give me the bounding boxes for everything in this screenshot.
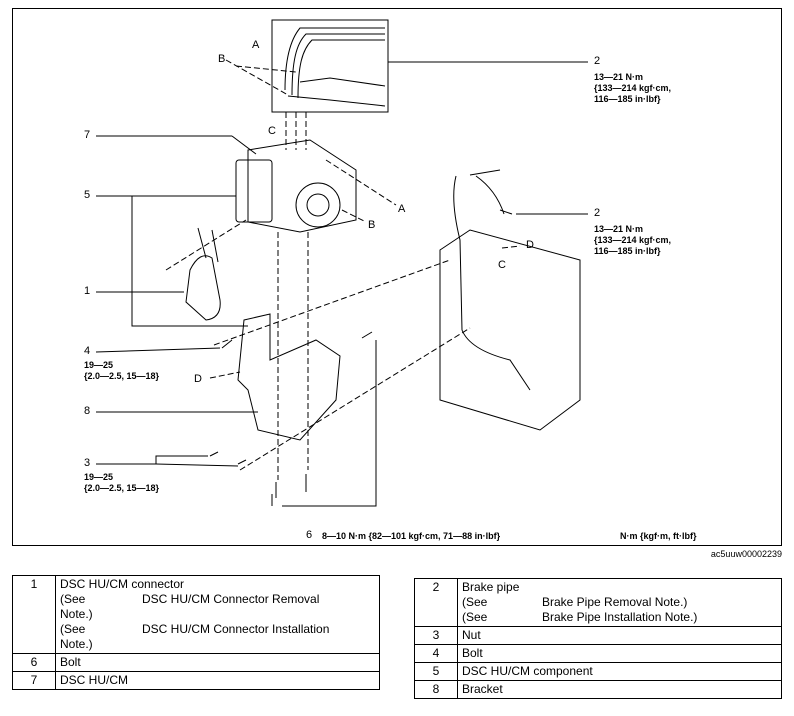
- reference-link[interactable]: DSC HU/CM Connector Removal: [142, 592, 320, 606]
- part-number: 6: [12, 653, 56, 672]
- callout-3: 3: [84, 457, 91, 469]
- callout-2b: 2: [594, 207, 601, 219]
- table-row: 8 Bracket: [414, 680, 782, 699]
- table-row: 2 Brake pipe (See Brake Pipe Removal Note…: [414, 578, 782, 627]
- letter-b-top: B: [218, 53, 226, 65]
- see-label: (See: [462, 610, 488, 624]
- diagram-frame: [12, 8, 782, 546]
- torque-spec-3: 19—25 {2.0—2.5, 15—18}: [84, 472, 160, 493]
- part-description: Brake pipe (See Brake Pipe Removal Note.)…: [457, 578, 782, 627]
- part-number: 2: [414, 578, 458, 627]
- torque-spec-4: 19—25 {2.0—2.5, 15—18}: [84, 360, 160, 381]
- figure-code: ac5uuw00002239: [710, 549, 782, 559]
- callout-2a: 2: [594, 55, 601, 67]
- letter-d-right: D: [526, 239, 534, 251]
- part-number: 7: [12, 671, 56, 690]
- letter-c-top: C: [268, 125, 276, 137]
- part-title: DSC HU/CM connector: [60, 577, 185, 591]
- torque-spec-2a: 13—21 N·m {133—214 kgf·cm, 116—185 in·lb…: [594, 72, 672, 104]
- motor-housing: [295, 182, 341, 228]
- letter-a-top: A: [252, 39, 260, 51]
- exploded-view-diagram: [95, 19, 588, 507]
- part-description: DSC HU/CM component: [457, 662, 782, 681]
- part-number: 3: [414, 626, 458, 645]
- callout-6: 6: [306, 529, 313, 541]
- letter-d-left: D: [194, 373, 202, 385]
- torque-spec-2b: 13—21 N·m {133—214 kgf·cm, 116—185 in·lb…: [594, 224, 672, 256]
- letter-b-right: B: [368, 219, 376, 231]
- part-description: Bolt: [457, 644, 782, 663]
- reference-link[interactable]: Brake Pipe Installation Note.): [542, 610, 698, 624]
- hu-cm-module: [235, 159, 273, 223]
- part-description: Nut: [457, 626, 782, 645]
- note-label: Note.): [60, 637, 93, 651]
- reference-link[interactable]: Brake Pipe Removal Note.): [542, 595, 688, 609]
- units-note: N·m {kgf·m, ft·lbf}: [620, 531, 697, 541]
- reference-link[interactable]: DSC HU/CM Connector Installation: [142, 622, 330, 636]
- note-label: Note.): [60, 607, 93, 621]
- letter-a-right: A: [398, 203, 406, 215]
- vehicle-body: [439, 229, 581, 431]
- part-number: 8: [414, 680, 458, 699]
- callout-4: 4: [84, 345, 91, 357]
- part-number: 1: [12, 575, 56, 654]
- callout-7: 7: [84, 129, 91, 141]
- table-row: 3 Nut: [414, 626, 782, 645]
- see-label: (See: [60, 622, 86, 636]
- part-description: Bolt: [55, 653, 380, 672]
- part-title: Brake pipe: [462, 580, 520, 594]
- table-row: 7 DSC HU/CM: [12, 671, 380, 690]
- part-number: 4: [414, 644, 458, 663]
- part-description: DSC HU/CM: [55, 671, 380, 690]
- part-description: Bracket: [457, 680, 782, 699]
- letter-c-right: C: [498, 259, 506, 271]
- table-row: 5 DSC HU/CM component: [414, 662, 782, 681]
- see-label: (See: [60, 592, 86, 606]
- bracket-shape: [237, 313, 341, 441]
- parts-table-right: 2 Brake pipe (See Brake Pipe Removal Note…: [414, 578, 782, 699]
- connector-shape: [185, 255, 221, 321]
- callout-5: 5: [84, 189, 91, 201]
- callout-1: 1: [84, 285, 91, 297]
- table-row: 6 Bolt: [12, 653, 380, 672]
- callout-8: 8: [84, 405, 91, 417]
- torque-spec-6: 8—10 N·m {82—101 kgf·cm, 71—88 in·lbf}: [322, 531, 501, 541]
- brake-pipe-inset: [271, 19, 389, 113]
- table-row: 4 Bolt: [414, 644, 782, 663]
- part-number: 5: [414, 662, 458, 681]
- see-label: (See: [462, 595, 488, 609]
